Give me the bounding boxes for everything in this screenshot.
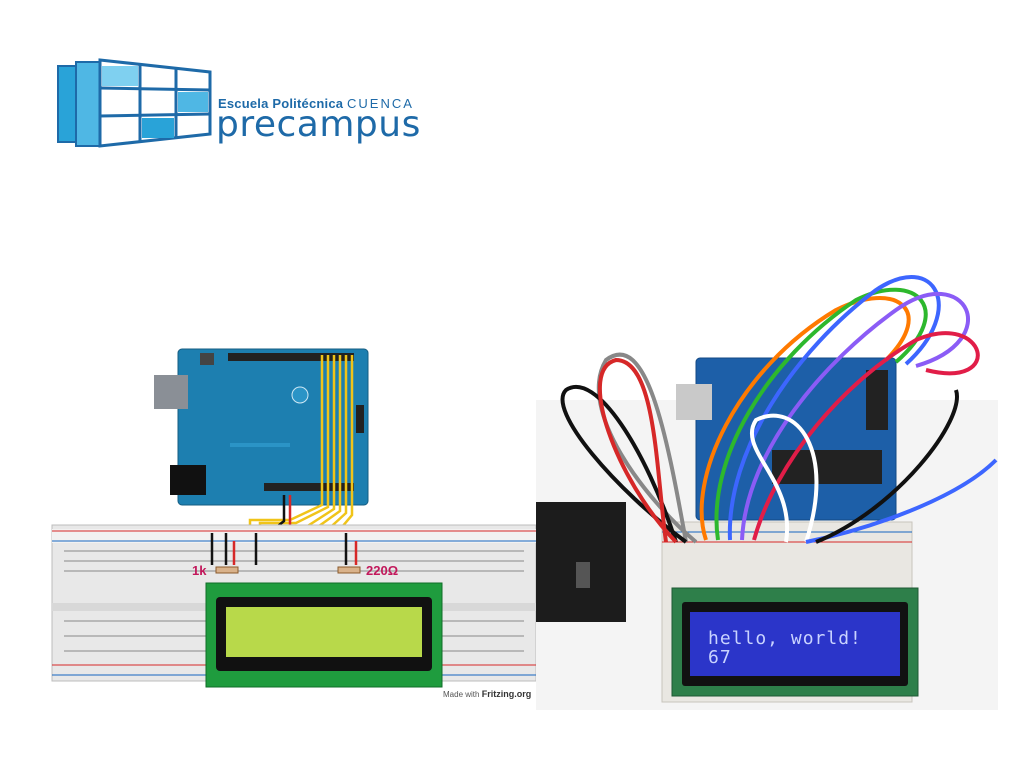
circuit-photo	[536, 275, 998, 710]
fritzing-credit: Made with Fritzing.org	[443, 689, 532, 699]
breadboard-diagram	[51, 348, 537, 688]
resistor-220-label: 220Ω	[366, 563, 399, 578]
lcd-line-1: hello, world!	[708, 628, 862, 649]
logo-brand-name: precampus	[216, 104, 421, 145]
lcd-photo	[671, 587, 919, 697]
arduino-board-diagram	[154, 348, 369, 506]
logo-school-name: Escuela Politécnica CUENCA	[218, 96, 414, 111]
lcd-line-2: 67	[708, 647, 732, 668]
lcd-diagram	[205, 582, 443, 688]
resistor-1k-label: 1k	[192, 563, 207, 578]
arduino-board-photo	[676, 357, 897, 521]
logo-window-icon	[57, 58, 212, 148]
